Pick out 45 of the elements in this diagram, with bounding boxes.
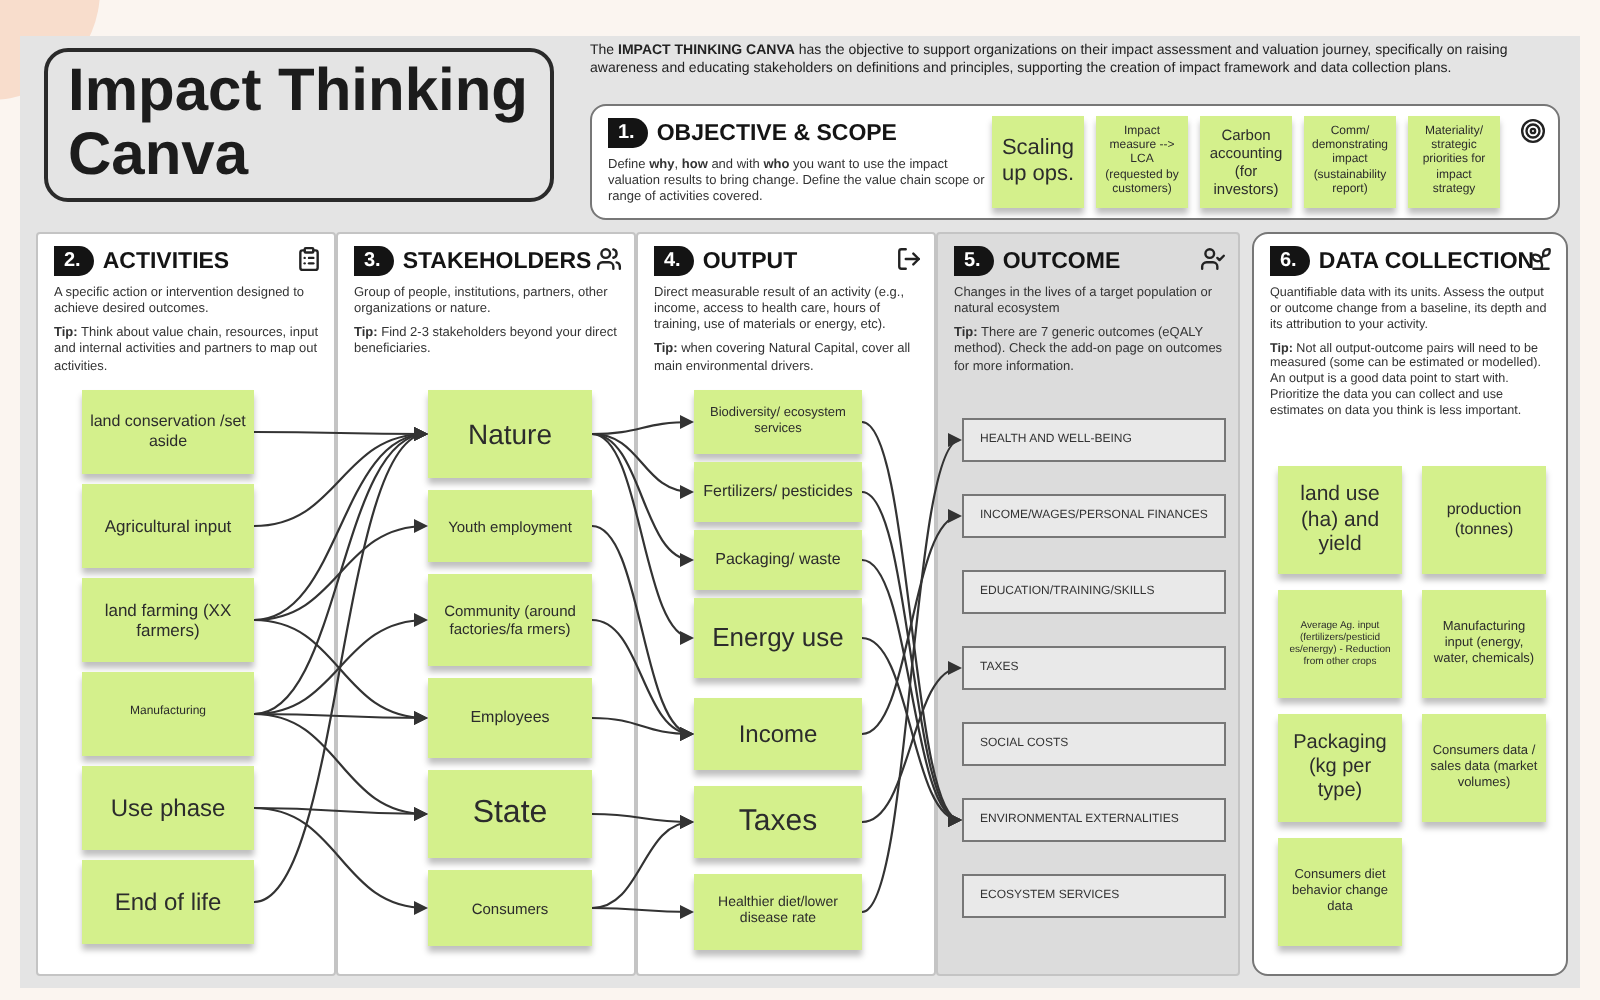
- sticky-note: land conservation /set aside: [82, 390, 254, 474]
- sticky-note: Income: [694, 698, 862, 770]
- sticky-note: Scaling up ops.: [992, 116, 1084, 208]
- sticky-note: land farming (XX farmers): [82, 578, 254, 662]
- sticky-note: Employees: [428, 678, 592, 758]
- sticky-note: Use phase: [82, 766, 254, 850]
- arrow: [591, 432, 694, 641]
- canvas-section-panel: [590, 104, 1560, 220]
- arrow: [253, 432, 428, 903]
- step-number-badge: 2.: [54, 246, 95, 276]
- section-heading: OUTCOME: [1002, 249, 1121, 273]
- sticky-note: End of life: [82, 860, 254, 944]
- arrow: [591, 816, 694, 910]
- sticky-note: Energy use: [694, 598, 862, 678]
- canvas-section-panel: [636, 232, 936, 976]
- sticky-note: Taxes: [694, 786, 862, 858]
- arrow: [592, 904, 694, 919]
- arrow: [861, 438, 962, 913]
- arrow: [591, 716, 694, 741]
- step-number-badge: 3.: [354, 246, 395, 276]
- sticky-note: production (tonnes): [1422, 466, 1546, 574]
- section-heading: STAKEHOLDERS: [402, 249, 592, 273]
- sticky-note: Agricultural input: [82, 484, 254, 568]
- sticky-note: Packaging/ waste: [694, 530, 862, 590]
- sticky-note: land use (ha) and yield: [1278, 466, 1402, 574]
- section-heading: DATA COLLECTION: [1318, 249, 1535, 273]
- title-speech-bubble: Impact Thinking Canva: [44, 48, 554, 202]
- step-number-badge: 4.: [654, 246, 695, 276]
- sticky-note: Fertilizers/ pesticides: [694, 462, 862, 522]
- step-number-badge: 5.: [954, 246, 995, 276]
- section-heading: OUTPUT: [702, 249, 798, 273]
- canvas-section-panel: [336, 232, 636, 976]
- canvas-section-panel: [1252, 232, 1568, 976]
- sticky-note: Nature: [428, 390, 592, 478]
- step-number-badge: 1.: [608, 118, 649, 148]
- step-number-badge: 6.: [1270, 246, 1311, 276]
- sticky-note: Packaging (kg per type): [1278, 714, 1402, 822]
- canvas-section-panel: [936, 232, 1240, 976]
- arrow: [591, 432, 694, 565]
- arrow: [253, 806, 428, 914]
- section-heading: OBJECTIVE & SCOPE: [656, 121, 897, 145]
- canvas-section-panel: [36, 232, 336, 976]
- section-heading: ACTIVITIES: [102, 249, 230, 273]
- sticky-note: State: [428, 770, 592, 858]
- arrow: [861, 513, 962, 736]
